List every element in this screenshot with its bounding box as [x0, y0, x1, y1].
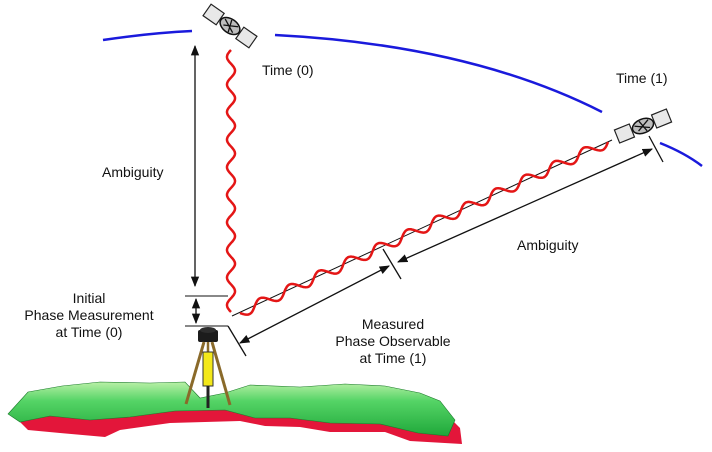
- label-ambiguity-slant: Ambiguity: [517, 237, 579, 253]
- separator-mid: [382, 248, 402, 280]
- gps-tripod-icon: [184, 327, 232, 408]
- carrier-wave-time0: [225, 49, 237, 313]
- orbit-arc-end: [659, 141, 703, 167]
- measured-phase-arrow: [239, 265, 390, 344]
- separator-sat: [648, 135, 664, 163]
- label-ambiguity-vertical: Ambiguity: [102, 164, 164, 180]
- label-measured-phase-line2: Phase Observable: [335, 333, 451, 349]
- label-initial-phase: Initial Phase Measurement at Time (0): [14, 290, 164, 341]
- label-measured-phase-line1: Measured: [361, 316, 425, 332]
- terrain: [7, 381, 462, 444]
- label-time1: Time (1): [616, 70, 668, 86]
- satellite-time1: [613, 108, 673, 144]
- signal-line-time1: [231, 139, 613, 317]
- satellite-time0: [202, 3, 258, 49]
- label-measured-phase-line3: at Time (1): [359, 350, 427, 366]
- terrain-top: [7, 381, 456, 437]
- label-initial-phase-line2: Phase Measurement: [24, 307, 154, 323]
- label-initial-phase-line3: at Time (0): [55, 324, 123, 340]
- ambiguity-arrow-slant: [397, 148, 653, 263]
- label-time0: Time (0): [262, 62, 314, 78]
- orbit-arc-right: [274, 33, 603, 114]
- label-initial-phase-line1: Initial: [72, 290, 106, 306]
- orbit-arc-left: [102, 29, 193, 42]
- separator-receiver: [227, 325, 247, 357]
- label-measured-phase: Measured Phase Observable at Time (1): [318, 316, 468, 367]
